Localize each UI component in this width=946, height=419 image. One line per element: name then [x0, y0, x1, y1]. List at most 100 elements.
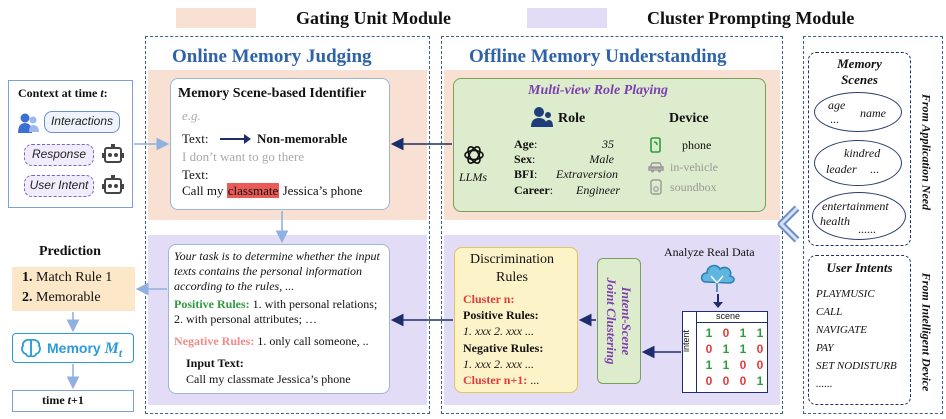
context-title-prefix: Context at time	[18, 86, 101, 100]
cloud-data-icon	[700, 264, 735, 292]
roleplay-card	[453, 78, 766, 212]
scenes-title-1: Memory	[837, 56, 882, 71]
legend-label-cluster: Cluster Prompting Module	[647, 8, 855, 28]
clustering-box	[597, 258, 641, 384]
prompt-instruction: Your task is to determine whether the in…	[174, 249, 380, 293]
identifier-title: Memory Scene-based Identifier	[178, 86, 367, 101]
memory-var: M	[104, 340, 119, 357]
matrix-cell: 0	[739, 358, 747, 372]
sex-value: Male	[589, 152, 614, 166]
prediction-item-2: 2. Memorable	[22, 290, 101, 306]
intent-6: ......	[816, 378, 833, 390]
rules-cluster-n: Cluster n:	[463, 292, 515, 306]
intent-3: NAVIGATE	[816, 324, 867, 336]
roleplay-title: Multi-view Role Playing	[528, 83, 668, 98]
positive-text: 1. with personal relations; 2. with pers…	[174, 297, 378, 326]
device-soundbox: soundbox	[670, 180, 717, 194]
negative-text: 1. only call someone, ..	[257, 334, 369, 348]
age-label: Age	[514, 137, 534, 151]
matrix-cell: 1	[756, 326, 764, 340]
memory-sub: t	[118, 346, 123, 360]
cluster-n1-label: Cluster n+1:	[463, 373, 528, 387]
robot-icon	[102, 144, 124, 163]
phone-icon	[650, 137, 661, 153]
matrix-cell: 0	[756, 358, 764, 372]
matrix-cell: 1	[722, 342, 730, 356]
scene-health: health	[820, 214, 850, 228]
bfi-label: BFI	[514, 167, 535, 181]
rules-card	[454, 247, 578, 393]
right-panel	[803, 36, 943, 414]
right-arrow-icon	[220, 134, 251, 144]
scenes-title: Memory Scenes	[808, 56, 911, 88]
matrix-cell: 1	[705, 326, 713, 340]
intent-5: SET NODISTURB	[816, 360, 897, 372]
prediction-item-1-num: 1.	[22, 270, 33, 285]
prompt-input-text: Call my classmate Jessica’s phone	[186, 372, 351, 386]
scene-entertainment: entertainment	[822, 199, 889, 213]
prediction-item-1-text: Match Rule 1	[36, 270, 113, 285]
scene-age: age	[828, 98, 846, 112]
identifier-text-2: Call my classmate Jessica’s phone	[182, 183, 362, 199]
role-attr-bfi: BFI: Extraversion	[514, 167, 618, 181]
legend-swatch-gating	[176, 8, 256, 28]
role-person-icon	[531, 107, 553, 127]
identifier-text-1: I don’t want to go there	[182, 149, 305, 164]
time-label: time t+1	[42, 393, 84, 408]
bfi-value: Extraversion	[556, 167, 618, 181]
car-icon	[648, 162, 664, 173]
scene-ellipse-3	[812, 192, 906, 240]
prediction-item-2-text: Memorable	[36, 290, 101, 305]
intent-2: CALL	[816, 306, 843, 318]
text-2-after: Jessica’s phone	[282, 183, 363, 198]
role-attr-age: Age: 35	[514, 137, 614, 151]
time-suffix: +1	[71, 393, 84, 407]
scene-dots-3: ......	[858, 222, 876, 236]
matrix-cell: 0	[705, 374, 713, 388]
matrix-cell: 0	[705, 342, 713, 356]
scene-kindred: kindred	[844, 146, 881, 160]
career-label: Career	[514, 183, 550, 197]
rules-negative: Negative Rules:	[463, 341, 544, 355]
prediction-box	[12, 267, 135, 311]
matrix-cell: 0	[722, 326, 730, 340]
llms-label: LLMs	[459, 170, 488, 184]
matrix-cell: 1	[722, 358, 730, 372]
time-var: t	[67, 393, 71, 407]
user-intent-pill: User Intent	[24, 175, 94, 197]
prompt-negative: Negative Rules: 1. only call someone, ..	[174, 334, 394, 349]
rules-positive: Positive Rules:	[463, 308, 539, 322]
interactions-pill: Interactions	[44, 111, 120, 133]
scene-ellipse-1	[814, 92, 902, 132]
scene-dots-1: ...	[830, 112, 839, 126]
prediction-title: Prediction	[39, 244, 101, 259]
positive-label: Positive Rules:	[174, 297, 250, 311]
speaker-icon	[650, 179, 662, 195]
prediction-item-1: 1. Match Rule 1	[22, 270, 112, 286]
time-text: time	[42, 393, 68, 407]
time-box	[12, 390, 134, 412]
intents-title: User Intents	[826, 260, 893, 275]
scene-dots-2: ...	[870, 162, 879, 176]
offline-title: Offline Memory Understanding	[469, 46, 727, 67]
scene-name: name	[860, 106, 886, 120]
identifier-text-label-1: Text:	[182, 131, 209, 146]
memory-box	[12, 333, 134, 363]
intent-4: PAY	[816, 342, 834, 354]
rules-cluster-n1: Cluster n+1: ...	[463, 373, 539, 388]
device-header: Device	[669, 111, 709, 126]
role-attr-career: Career: Engineer	[514, 183, 620, 197]
scene-leader: leader	[826, 162, 857, 176]
response-pill: Response	[24, 144, 94, 166]
intents-box	[808, 255, 911, 405]
identifier-result-1: Non-memorable	[257, 131, 348, 146]
device-vehicle: in-vehicle	[670, 160, 718, 174]
scene-ellipse-2	[814, 140, 902, 186]
prompt-positive: Positive Rules: 1. with personal relatio…	[174, 297, 386, 327]
memory-text: Memory	[47, 340, 101, 356]
context-title-var: t	[100, 86, 104, 100]
role-attr-sex: Sex: Male	[514, 152, 614, 166]
matrix-cell: 1	[739, 342, 747, 356]
matrix-col-label: scene	[716, 311, 741, 321]
